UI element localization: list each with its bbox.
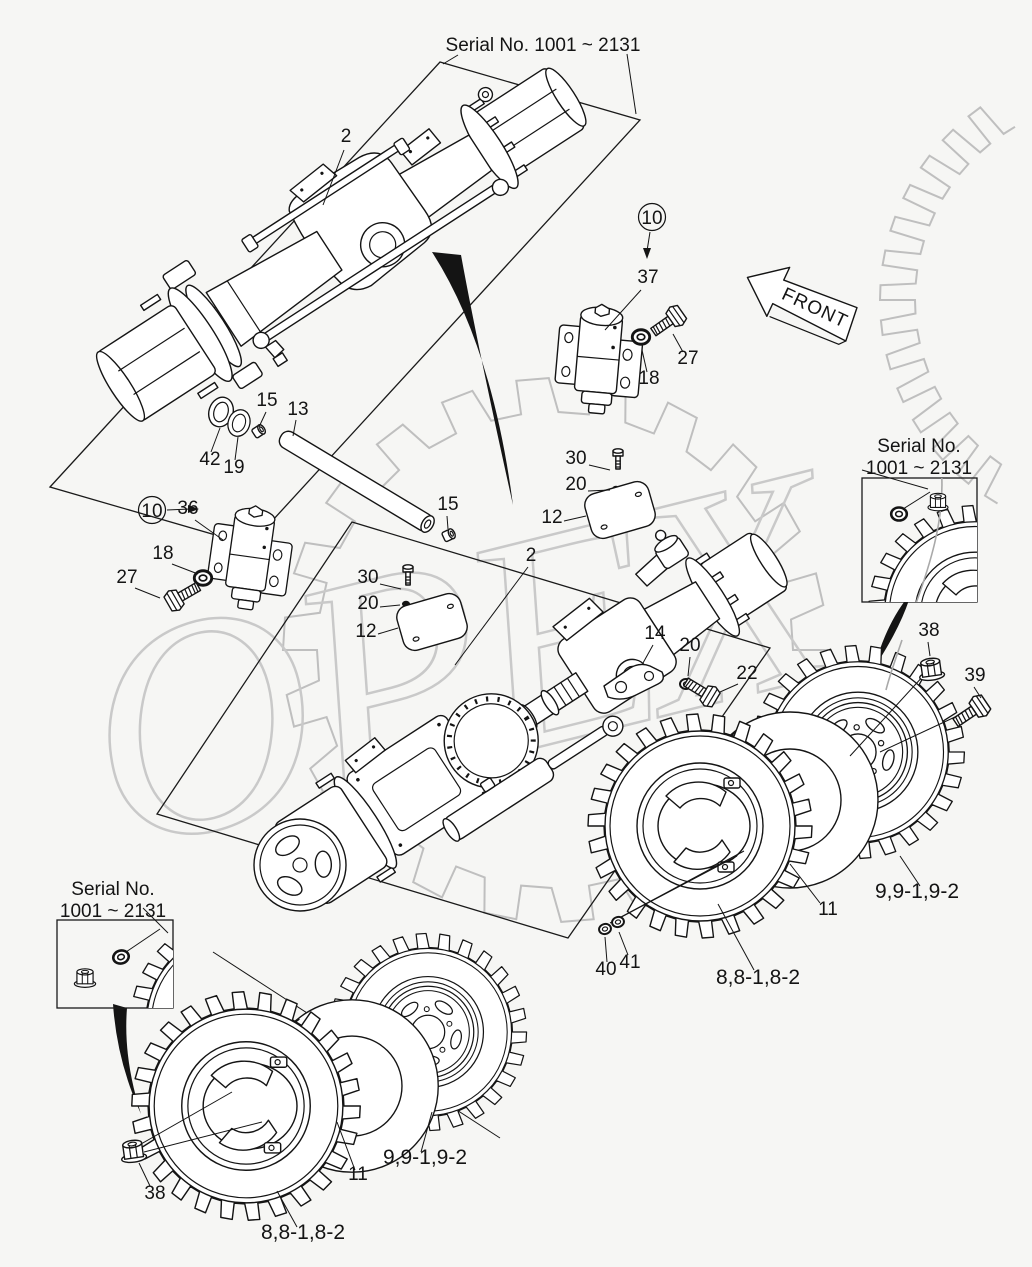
callout-37: 37 <box>637 267 658 288</box>
callout-30-right: 30 <box>565 448 586 469</box>
washer-40 <box>596 921 614 937</box>
callout-15b: 15 <box>437 494 458 515</box>
callout-22: 22 <box>736 663 757 684</box>
callout-20-right: 20 <box>565 474 586 495</box>
front-direction-arrow: FRONT <box>746 266 858 345</box>
circled-callout-10-left <box>137 495 167 525</box>
callout-15a: 15 <box>256 390 277 411</box>
swoosh-bottom-left <box>113 1004 141 1114</box>
serial-label-top: Serial No. 1001 ~ 2131 <box>446 35 641 56</box>
inset-right-content <box>869 478 1032 602</box>
inset-box-right <box>861 477 978 603</box>
callout-12-right: 12 <box>541 507 562 528</box>
valve-37 <box>551 300 647 418</box>
plug-15a <box>250 422 268 440</box>
front-axle-assembly <box>95 67 587 422</box>
serial-label-right-2: 1001 ~ 2131 <box>866 458 972 479</box>
callout-20-left: 20 <box>357 593 378 614</box>
callout-14: 14 <box>644 623 666 644</box>
label-9912-bottom-left: 9,9-1,9-2 <box>383 1146 467 1169</box>
washer-18-top <box>630 328 652 346</box>
callout-10-left: 10 <box>141 501 162 522</box>
callout-11-bottom-left: 11 <box>348 1164 368 1185</box>
callout-27-top: 27 <box>677 348 698 369</box>
callout-38-bottom-left: 38 <box>144 1183 165 1204</box>
callout-42: 42 <box>199 449 220 470</box>
callout-12-left: 12 <box>355 621 376 642</box>
label-9912-right: 9,9-1,9-2 <box>875 880 959 903</box>
callout-38-right: 38 <box>918 620 939 641</box>
callout-10-top: 10 <box>641 208 662 229</box>
callout-40: 40 <box>595 959 616 980</box>
callout-18-top: 18 <box>638 368 659 389</box>
callout-20-mid: 20 <box>679 635 700 656</box>
label-8812-bottom-left: 8,8-1,8-2 <box>261 1221 345 1244</box>
serial-label-right-1: Serial No. <box>877 436 960 457</box>
circled-callout-10-top <box>637 202 667 232</box>
serial-label-bl-1: Serial No. <box>71 879 154 900</box>
inset-bottom-left-content <box>73 916 343 1129</box>
callout-27-left: 27 <box>116 567 137 588</box>
callout-36: 36 <box>177 498 198 519</box>
bolt-27-top <box>646 302 690 342</box>
washer-41 <box>609 914 627 930</box>
callout-18-left: 18 <box>152 543 173 564</box>
callout-11-right: 11 <box>818 899 838 920</box>
callout-41: 41 <box>619 952 640 973</box>
steering-axle-assembly <box>253 529 788 912</box>
wheel-group-bottom-left <box>132 933 527 1220</box>
serial-label-bl-2: 1001 ~ 2131 <box>60 901 166 922</box>
callout-19: 19 <box>223 457 244 478</box>
swoosh-right <box>874 586 918 668</box>
callout-39: 39 <box>964 665 985 686</box>
callout-13: 13 <box>287 399 308 420</box>
inset-box-bottom-left <box>56 919 174 1009</box>
label-8812-right: 8,8-1,8-2 <box>716 966 800 989</box>
callout-30-left: 30 <box>357 567 378 588</box>
swoosh-center <box>432 252 513 505</box>
cylinder-rod-13 <box>278 430 435 533</box>
nut-38-right <box>916 656 946 683</box>
bracket-14 <box>603 663 665 700</box>
callout-2-mid: 2 <box>526 545 537 566</box>
callout-2-top: 2 <box>341 126 352 147</box>
